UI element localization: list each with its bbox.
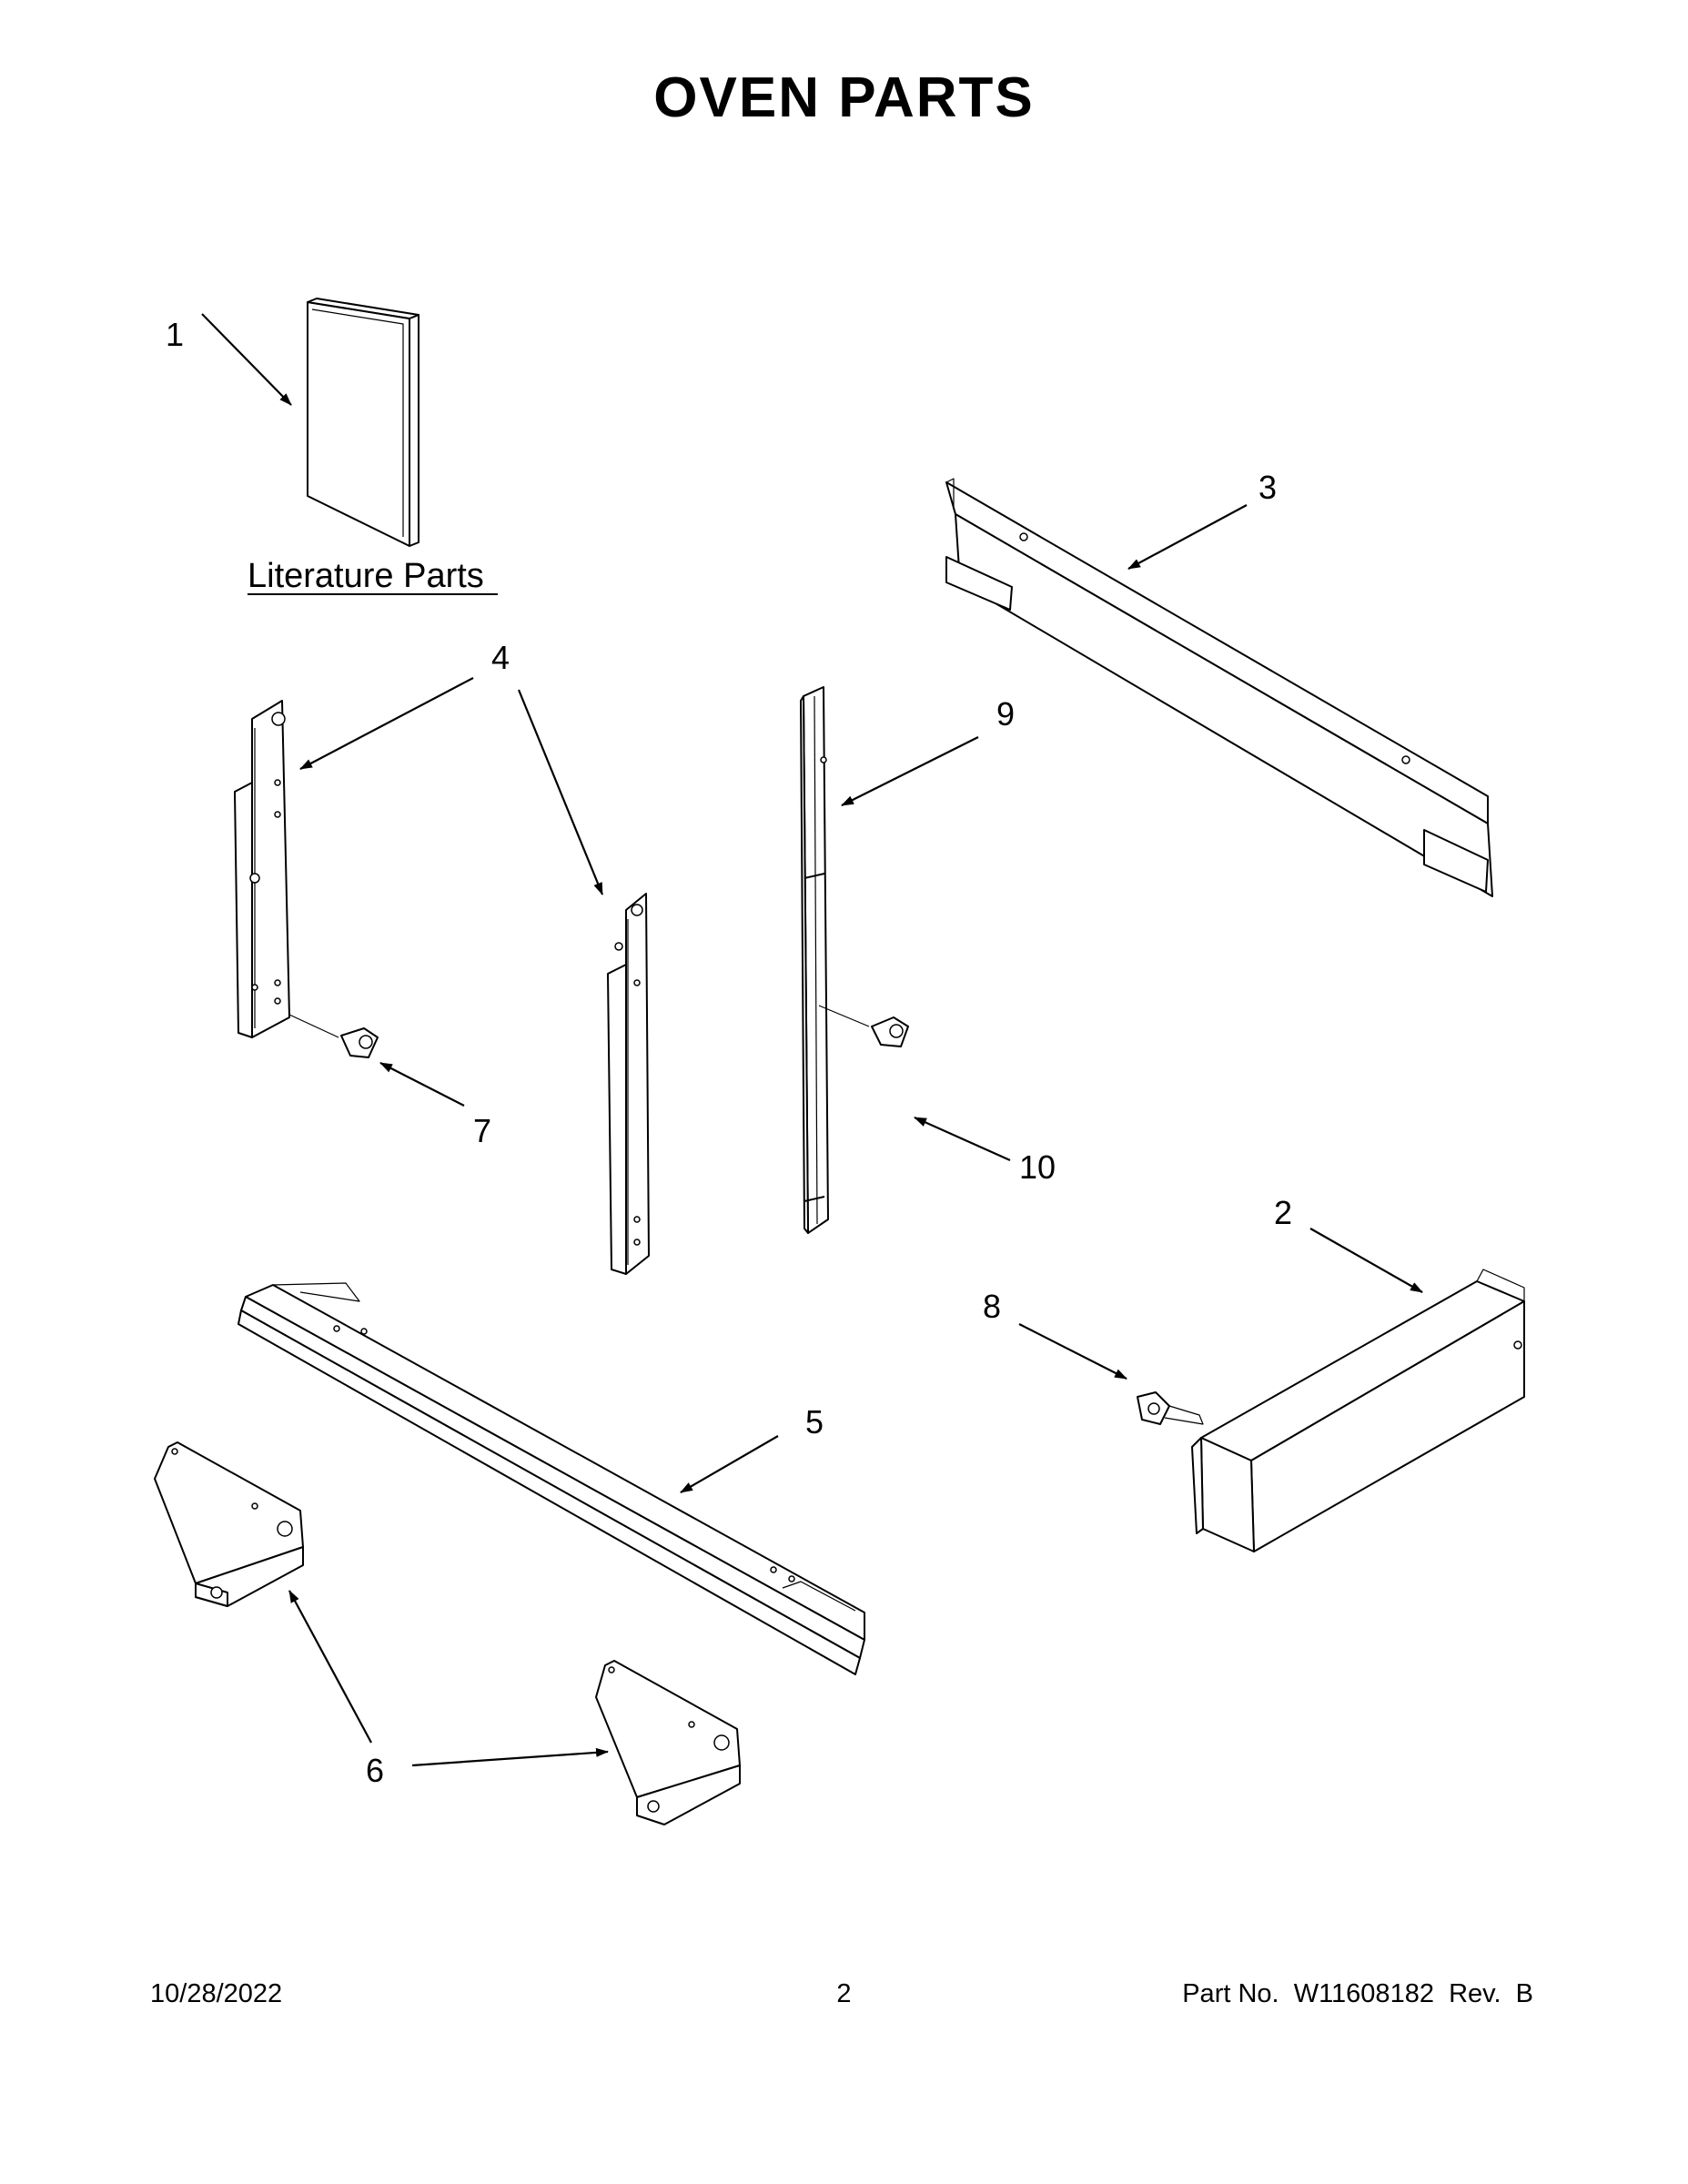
callout-8: 8 — [983, 1288, 1001, 1325]
bottom-rail-bracket — [238, 1282, 865, 1675]
vent-housing — [1191, 1269, 1525, 1552]
screw-10 — [818, 1005, 909, 1047]
callout-10: 10 — [1019, 1148, 1056, 1186]
mounting-bracket-lower — [595, 1660, 741, 1825]
callout-3: 3 — [1258, 469, 1277, 506]
literature-parts-label: Literature Parts — [248, 557, 484, 595]
callout-1: 1 — [166, 316, 184, 353]
center-rail — [800, 686, 829, 1234]
screw-7 — [288, 1014, 379, 1058]
screw-8 — [1137, 1391, 1204, 1425]
callout-2: 2 — [1274, 1194, 1292, 1231]
side-rail-left — [234, 700, 290, 1038]
callout-9: 9 — [996, 695, 1015, 733]
leader-arrows — [201, 313, 1423, 1767]
callout-7: 7 — [473, 1112, 491, 1149]
page-title: OVEN PARTS — [653, 66, 1035, 129]
footer-page-number: 2 — [836, 1979, 852, 2008]
callout-4: 4 — [491, 639, 510, 676]
mounting-bracket-upper — [154, 1441, 304, 1607]
footer-part-number: Part No. W11608182 Rev. B — [1182, 1979, 1533, 2008]
top-rail-bracket — [945, 478, 1493, 897]
side-rail-right — [607, 893, 650, 1275]
callout-5: 5 — [805, 1403, 824, 1441]
literature-booklet — [307, 298, 419, 547]
footer-date: 10/28/2022 — [150, 1979, 283, 2008]
callout-6: 6 — [366, 1752, 384, 1789]
